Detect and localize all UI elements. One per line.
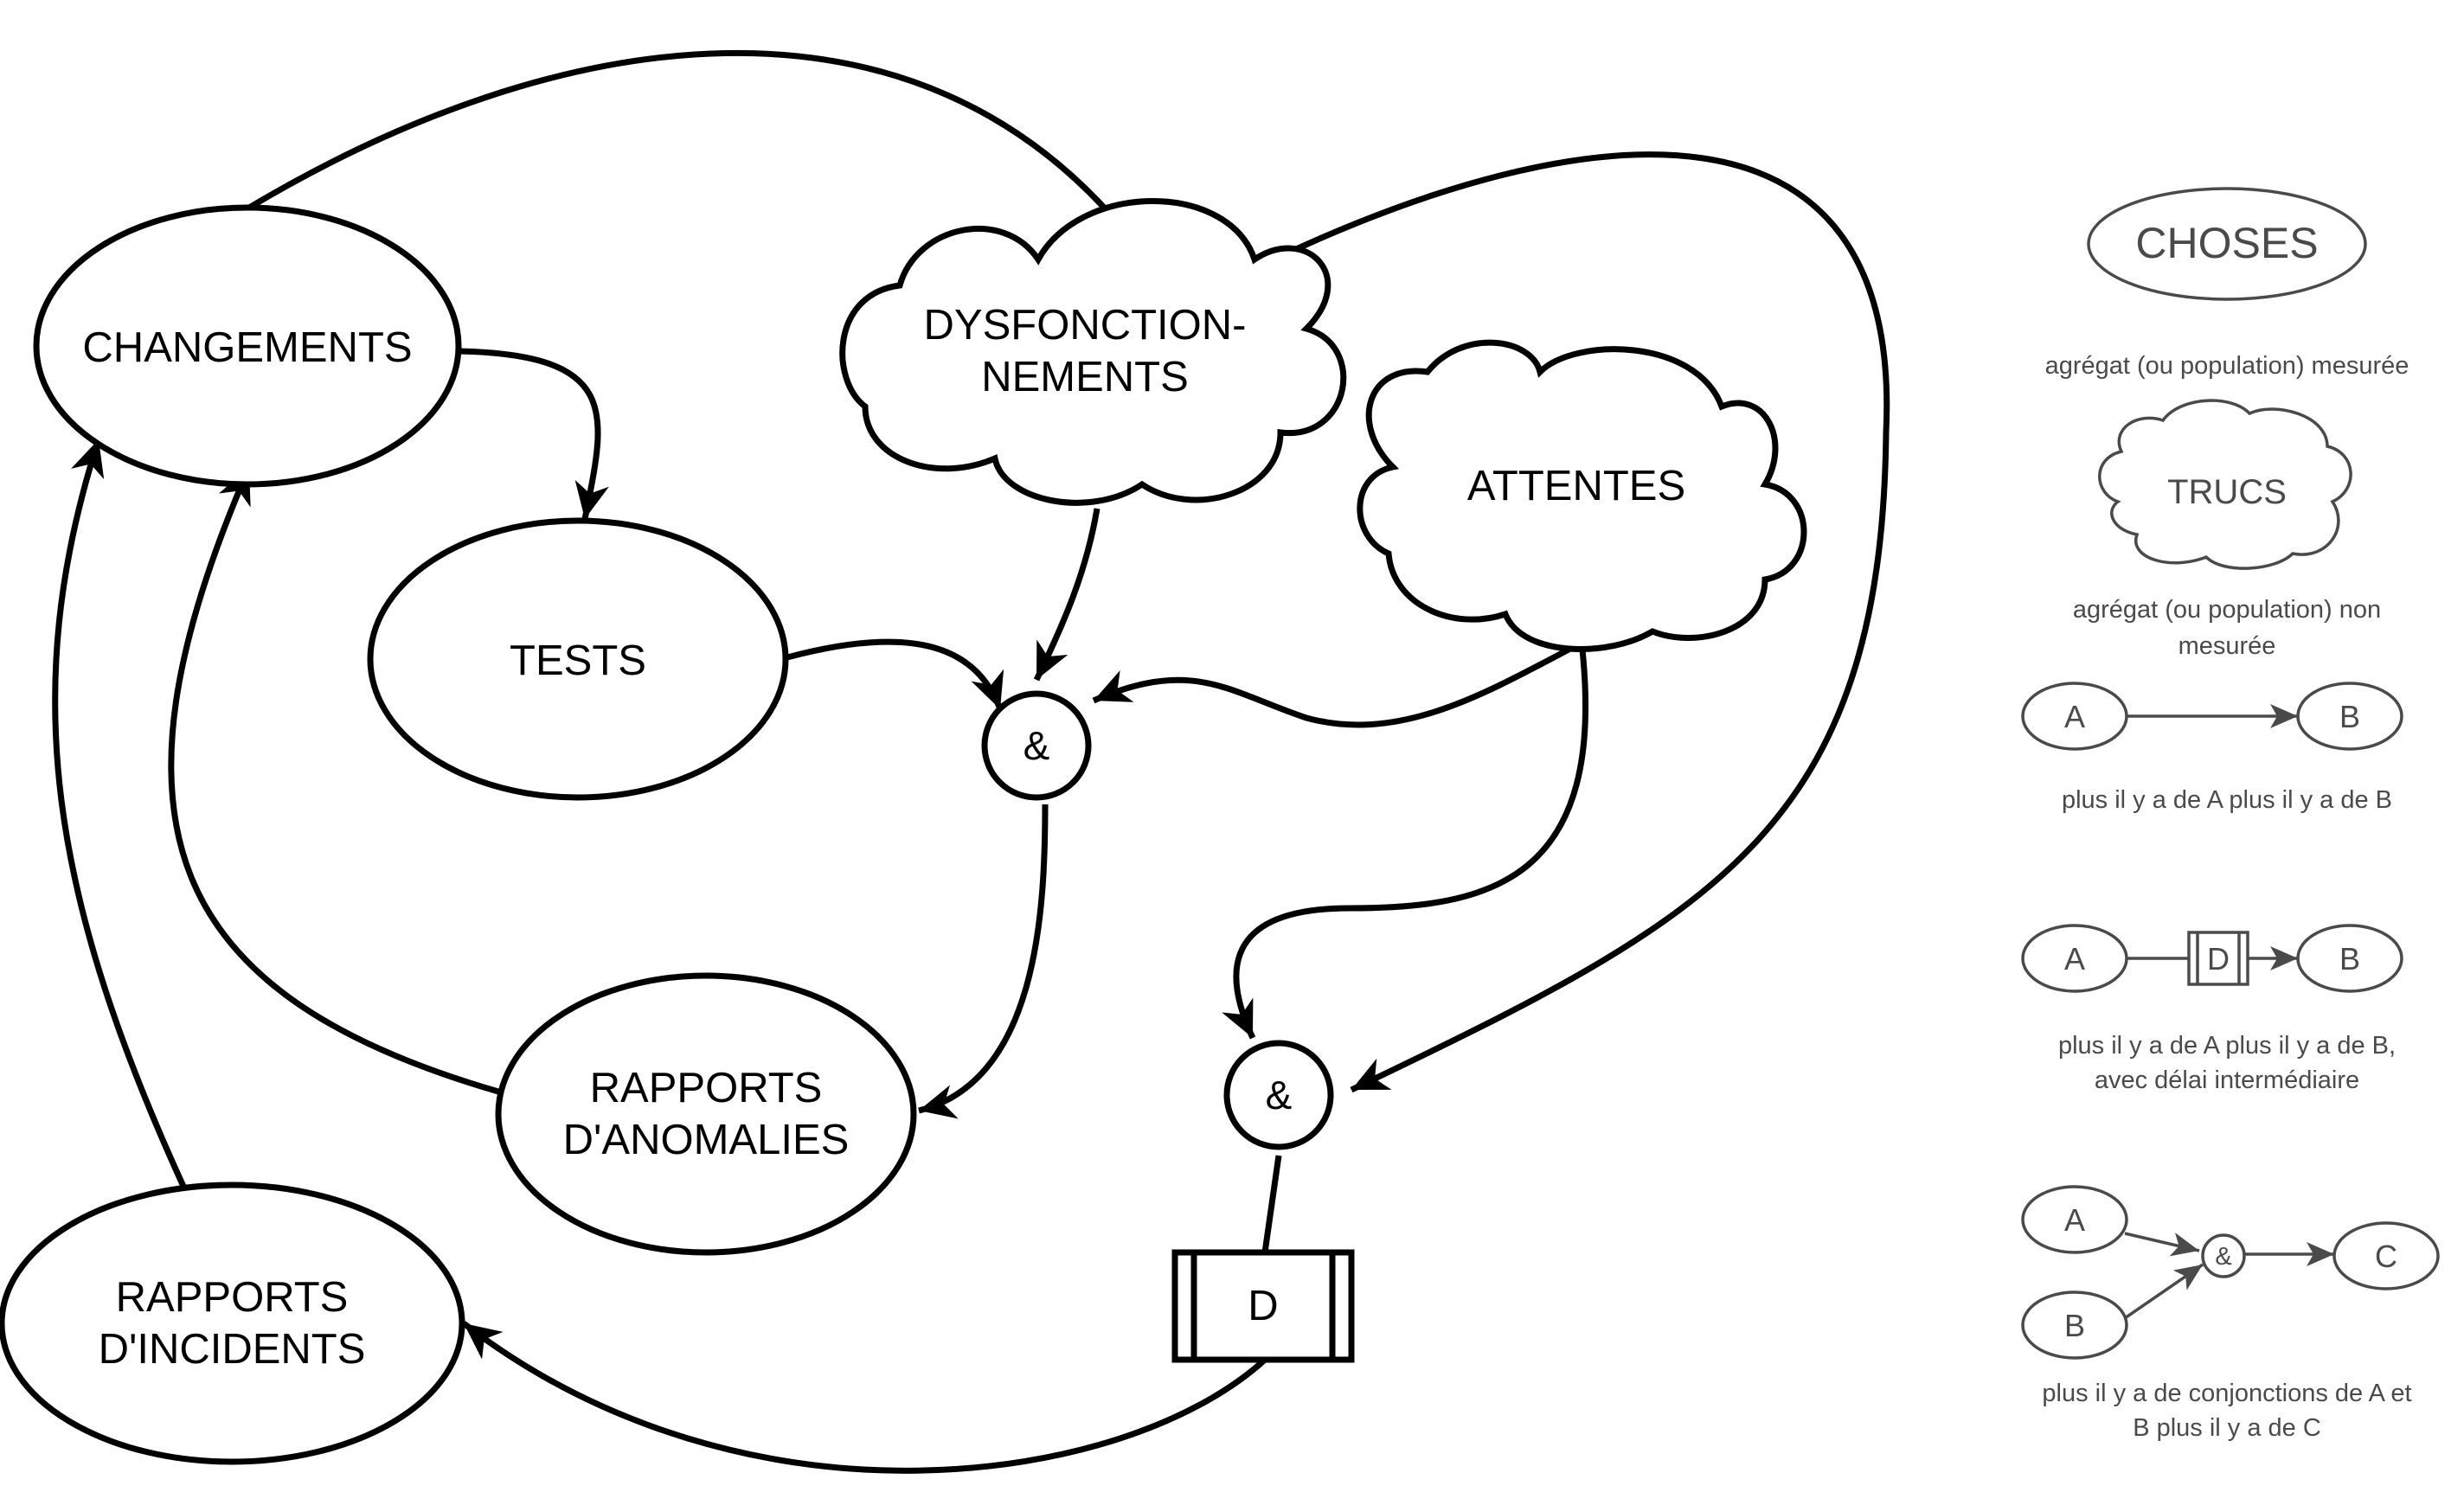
legend-influence-label-b: B [2339, 699, 2360, 734]
edge-changements-to-tests [458, 348, 609, 520]
measured-ellipse [367, 517, 789, 801]
legend-delayed-label-a: A [2064, 941, 2085, 977]
legend-unmeasured-caption-line2: mesurée [2178, 632, 2276, 660]
legend-conjunction-arrow-b [2124, 1263, 2204, 1320]
node-rapports-anomalies-label-line2: D'ANOMALIES [563, 1117, 850, 1163]
and-circle [1223, 1040, 1334, 1150]
legend-conjunction-label-a: A [2064, 1202, 2085, 1238]
legend-conjunction-caption-line1: plus il y a de conjonctions de A et [2042, 1380, 2411, 1407]
legend-influence: A B plus il y a de A plus il y a de B [2021, 682, 2403, 814]
legend-delayed-caption-line2: avec délai intermédiaire [2095, 1066, 2359, 1094]
legend-conjunction-arrow-a [2124, 1232, 2200, 1257]
legend-influence-caption: plus il y a de A plus il y a de B [2062, 786, 2392, 814]
node-attentes: ATTENTES [1357, 339, 1807, 652]
measured-ellipse [495, 972, 917, 1256]
legend-influence-label-a: A [2064, 699, 2085, 734]
legend-unmeasured-label: TRUCS [2167, 473, 2287, 511]
edge-dysfonctionnements-to-and1 [1033, 508, 1100, 682]
legend-delayed-node-a [2021, 924, 2128, 993]
legend-unmeasured-cloud [2098, 399, 2352, 570]
legend-conjunction-node-b [2021, 1290, 2128, 1360]
edge-attentes-to-and1 [1092, 638, 1585, 728]
node-changements-label: CHANGEMENTS [82, 324, 412, 371]
and-symbol: & [1266, 1073, 1293, 1118]
node-rapports-anomalies-label-line1: RAPPORTS [590, 1065, 823, 1111]
legend-conjunction: A B & C plus il y a de conjonctions de A… [2021, 1185, 2440, 1442]
node-rapports-anomalies: RAPPORTS D'ANOMALIES [495, 972, 917, 1256]
edge-rapports-incidents-to-changements [52, 438, 189, 1192]
legend-unmeasured: TRUCS agrégat (ou population) non mesuré… [2073, 399, 2381, 660]
legend-delayed: A D B plus il y a de A plus il y a de B,… [2021, 924, 2403, 1094]
measured-ellipse [33, 204, 462, 488]
and-node-1: & [981, 690, 1092, 801]
legend-delayed-label-b: B [2339, 941, 2360, 977]
edge-and1-to-rapports-anomalies [918, 804, 1049, 1119]
measured-ellipse [0, 1182, 465, 1465]
delay-box [1171, 1249, 1355, 1363]
legend-unmeasured-caption-line1: agrégat (ou population) non [2073, 596, 2381, 624]
legend-conjunction-node-c [2332, 1221, 2440, 1290]
node-tests: TESTS [367, 517, 789, 801]
legend: CHOSES agrégat (ou population) mesurée T… [2021, 187, 2440, 1442]
legend-measured-caption: agrégat (ou population) mesurée [2045, 352, 2409, 380]
and-symbol: & [1023, 723, 1050, 768]
edge-rapports-anomalies-to-changements [168, 465, 499, 1095]
node-attentes-label: ATTENTES [1467, 463, 1685, 509]
node-tests-label: TESTS [510, 637, 646, 684]
legend-delayed-label-d: D [2207, 941, 2230, 977]
legend-conjunction-label-b: B [2064, 1308, 2085, 1343]
legend-conjunction-node-a [2021, 1185, 2128, 1254]
delay-node: D [1171, 1249, 1355, 1363]
legend-conjunction-and-symbol: & [2215, 1243, 2231, 1271]
node-rapports-incidents-label-line1: RAPPORTS [116, 1274, 349, 1321]
legend-influence-node-b [2296, 682, 2403, 751]
unmeasured-cloud [1357, 339, 1807, 652]
edge-attentes-to-and2 [1222, 641, 1588, 1040]
legend-measured-label: CHOSES [2135, 219, 2318, 267]
legend-delayed-caption-line1: plus il y a de A plus il y a de B, [2058, 1032, 2396, 1060]
legend-measured: CHOSES agrégat (ou population) mesurée [2045, 187, 2409, 380]
and-circle [981, 690, 1092, 801]
edges [52, 50, 1890, 1474]
delay-symbol: D [1248, 1283, 1278, 1329]
legend-influence-node-a [2021, 682, 2128, 751]
legend-measured-ellipse [2087, 187, 2367, 301]
edge-tests-to-and1 [786, 638, 1004, 711]
node-dysfonctionnements: DYSFONCTION- NEMENTS [839, 198, 1347, 506]
edge-delay-to-rapports-incidents [461, 1321, 1267, 1474]
edge-dysfonctionnements-to-and2 [1268, 151, 1890, 1093]
and-node-2: & [1223, 1040, 1334, 1150]
legend-conjunction-and-circle [2201, 1233, 2246, 1278]
legend-conjunction-label-c: C [2375, 1239, 2397, 1274]
unmeasured-cloud [839, 198, 1347, 506]
legend-conjunction-caption-line2: B plus il y a de C [2133, 1414, 2321, 1442]
node-rapports-incidents-label-line2: D'INCIDENTS [99, 1326, 366, 1373]
edge-and2-to-delay [1261, 1155, 1282, 1253]
node-rapports-incidents: RAPPORTS D'INCIDENTS [0, 1182, 465, 1465]
edge-changements-to-dysfonctionnements [247, 50, 1138, 247]
node-dysfonctionnements-label-line2: NEMENTS [981, 354, 1189, 400]
node-changements: CHANGEMENTS [33, 204, 462, 488]
legend-delayed-node-b [2296, 924, 2403, 993]
node-dysfonctionnements-label-line1: DYSFONCTION- [924, 302, 1247, 349]
